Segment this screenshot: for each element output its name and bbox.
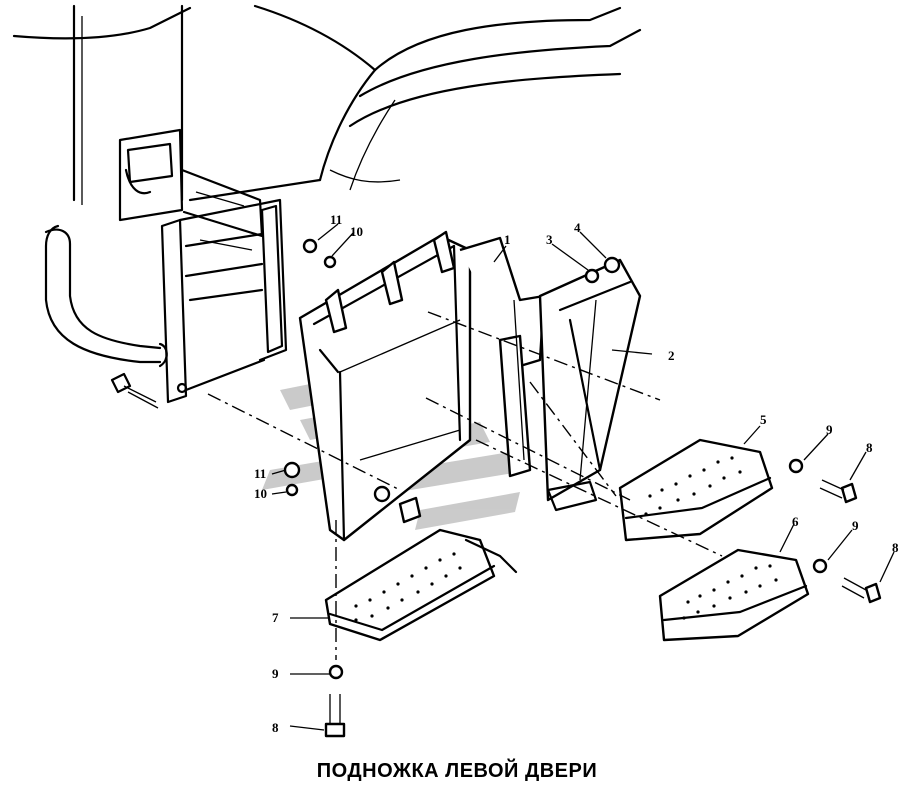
- step-support-bracket: [298, 230, 546, 542]
- cab-bracket: [118, 128, 264, 238]
- mounting-frame: [160, 198, 288, 404]
- callout-10-lower: 10: [254, 486, 267, 501]
- callout-8-middle: 8: [892, 540, 899, 555]
- callout-2: 2: [668, 348, 675, 363]
- callout-1: 1: [504, 232, 511, 247]
- diagram-caption: ПОДНОЖКА ЛЕВОЙ ДВЕРИ: [316, 760, 598, 782]
- callout-8-lower: 8: [272, 720, 279, 735]
- callout-5: 5: [760, 412, 767, 427]
- callout-9-upper: 9: [826, 422, 833, 437]
- leader-lines: [271, 223, 895, 731]
- callout-11-lower: 11: [254, 466, 266, 481]
- callout-11-upper: 11: [330, 212, 342, 227]
- callout-10-upper: 10: [350, 224, 363, 239]
- fasteners: [283, 238, 882, 738]
- callout-8-upper: 8: [866, 440, 873, 455]
- step-plate-5: [618, 438, 774, 542]
- callout-7: 7: [272, 610, 279, 625]
- callout-4: 4: [574, 220, 581, 235]
- side-bracket-plate: [538, 258, 642, 512]
- assembly-lines: [207, 311, 723, 660]
- step-plate-7: [324, 528, 518, 642]
- step-plate-6: [658, 548, 810, 642]
- callout-3: 3: [546, 232, 553, 247]
- grab-handle: [44, 224, 168, 368]
- callout-6: 6: [792, 514, 799, 529]
- bolt-left: [110, 372, 159, 409]
- callouts: 1 2 3 4 5 6 7 8 8 8 9 9 9 10 10 11 11: [254, 212, 899, 735]
- callout-9-middle: 9: [852, 518, 859, 533]
- callout-9-lower: 9: [272, 666, 279, 681]
- cab-body: [12, 4, 642, 205]
